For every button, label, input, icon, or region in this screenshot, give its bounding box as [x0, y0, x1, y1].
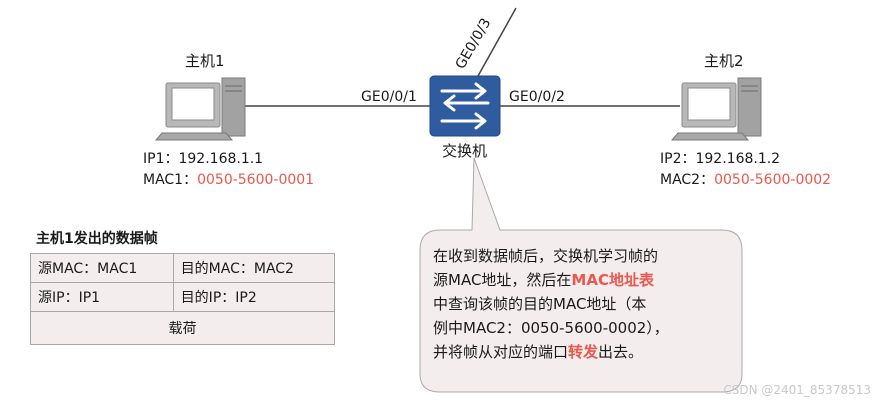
link-switch-up	[477, 7, 517, 77]
host2-mac-label: MAC2：	[660, 172, 715, 188]
host1-mac-line: MAC1：0050-5600-0001	[143, 169, 314, 189]
host2-ip-value: 192.168.1.2	[695, 151, 781, 167]
frame-src-mac: 源MAC：MAC1	[30, 253, 174, 283]
host2-mac-line: MAC2：0050-5600-0002	[660, 169, 831, 189]
table-row: 载荷	[30, 311, 335, 345]
callout-line-4: 例中MAC2：0050-5600-0002），	[433, 316, 733, 340]
frame-dst-ip: 目的IP：IP2	[172, 282, 336, 312]
host1-ip-value: 192.168.1.1	[178, 151, 264, 167]
host1-mac-value: 0050-5600-0001	[197, 172, 315, 188]
switch-label: 交换机	[442, 142, 488, 160]
callout-highlight-forward: 转发	[568, 343, 599, 361]
host2-ip-label: IP2：	[660, 151, 696, 167]
port-label-ge002: GE0/0/2	[509, 89, 565, 105]
callout-text-5a: 并将帧从对应的端口	[433, 343, 569, 361]
port-label-ge001: GE0/0/1	[361, 89, 417, 105]
table-row: 源MAC：MAC1 目的MAC：MAC2	[30, 253, 336, 283]
host1-name: 主机1	[185, 52, 225, 70]
host1-mac-label: MAC1：	[143, 172, 198, 188]
callout-text-3: 中查询该帧的目的MAC地址（本	[433, 295, 647, 313]
port-label-ge003: GE0/0/3	[453, 16, 495, 72]
host2-name: 主机2	[704, 52, 744, 70]
callout-text-5b: 出去。	[598, 343, 644, 361]
host2-computer-icon	[670, 77, 762, 141]
callout-line-5: 并将帧从对应的端口转发出去。	[433, 340, 733, 364]
callout-text-2a: 源MAC地址，然后在	[433, 271, 572, 289]
callout-line-1: 在收到数据帧后，交换机学习帧的	[433, 244, 733, 268]
table-row: 源IP：IP1 目的IP：IP2	[30, 282, 336, 312]
data-frame-table: 源MAC：MAC1 目的MAC：MAC2 源IP：IP1 目的IP：IP2 载荷	[30, 253, 336, 345]
host1-computer-icon	[154, 77, 246, 141]
callout-text-4: 例中MAC2：0050-5600-0002），	[433, 319, 669, 337]
host1-ip-line: IP1：192.168.1.1	[143, 148, 263, 168]
frame-src-ip: 源IP：IP1	[30, 282, 174, 312]
host1-ip-label: IP1：	[143, 151, 179, 167]
frame-title: 主机1发出的数据帧	[36, 231, 158, 247]
switch-icon	[429, 75, 501, 137]
frame-dst-mac: 目的MAC：MAC2	[172, 253, 336, 283]
callout-line-2: 源MAC地址，然后在MAC地址表	[433, 268, 733, 292]
callout-text-1: 在收到数据帧后，交换机学习帧的	[433, 247, 659, 265]
callout-line-3: 中查询该帧的目的MAC地址（本	[433, 292, 733, 316]
watermark: CSDN @2401_85378513	[723, 383, 871, 397]
host2-mac-value: 0050-5600-0002	[714, 172, 832, 188]
callout-highlight-mac-table: MAC地址表	[571, 271, 654, 289]
frame-payload: 载荷	[30, 311, 335, 345]
host2-ip-line: IP2：192.168.1.2	[660, 148, 780, 168]
callout-text: 在收到数据帧后，交换机学习帧的 源MAC地址，然后在MAC地址表 中查询该帧的目…	[433, 244, 733, 364]
callout-bubble	[419, 157, 743, 393]
